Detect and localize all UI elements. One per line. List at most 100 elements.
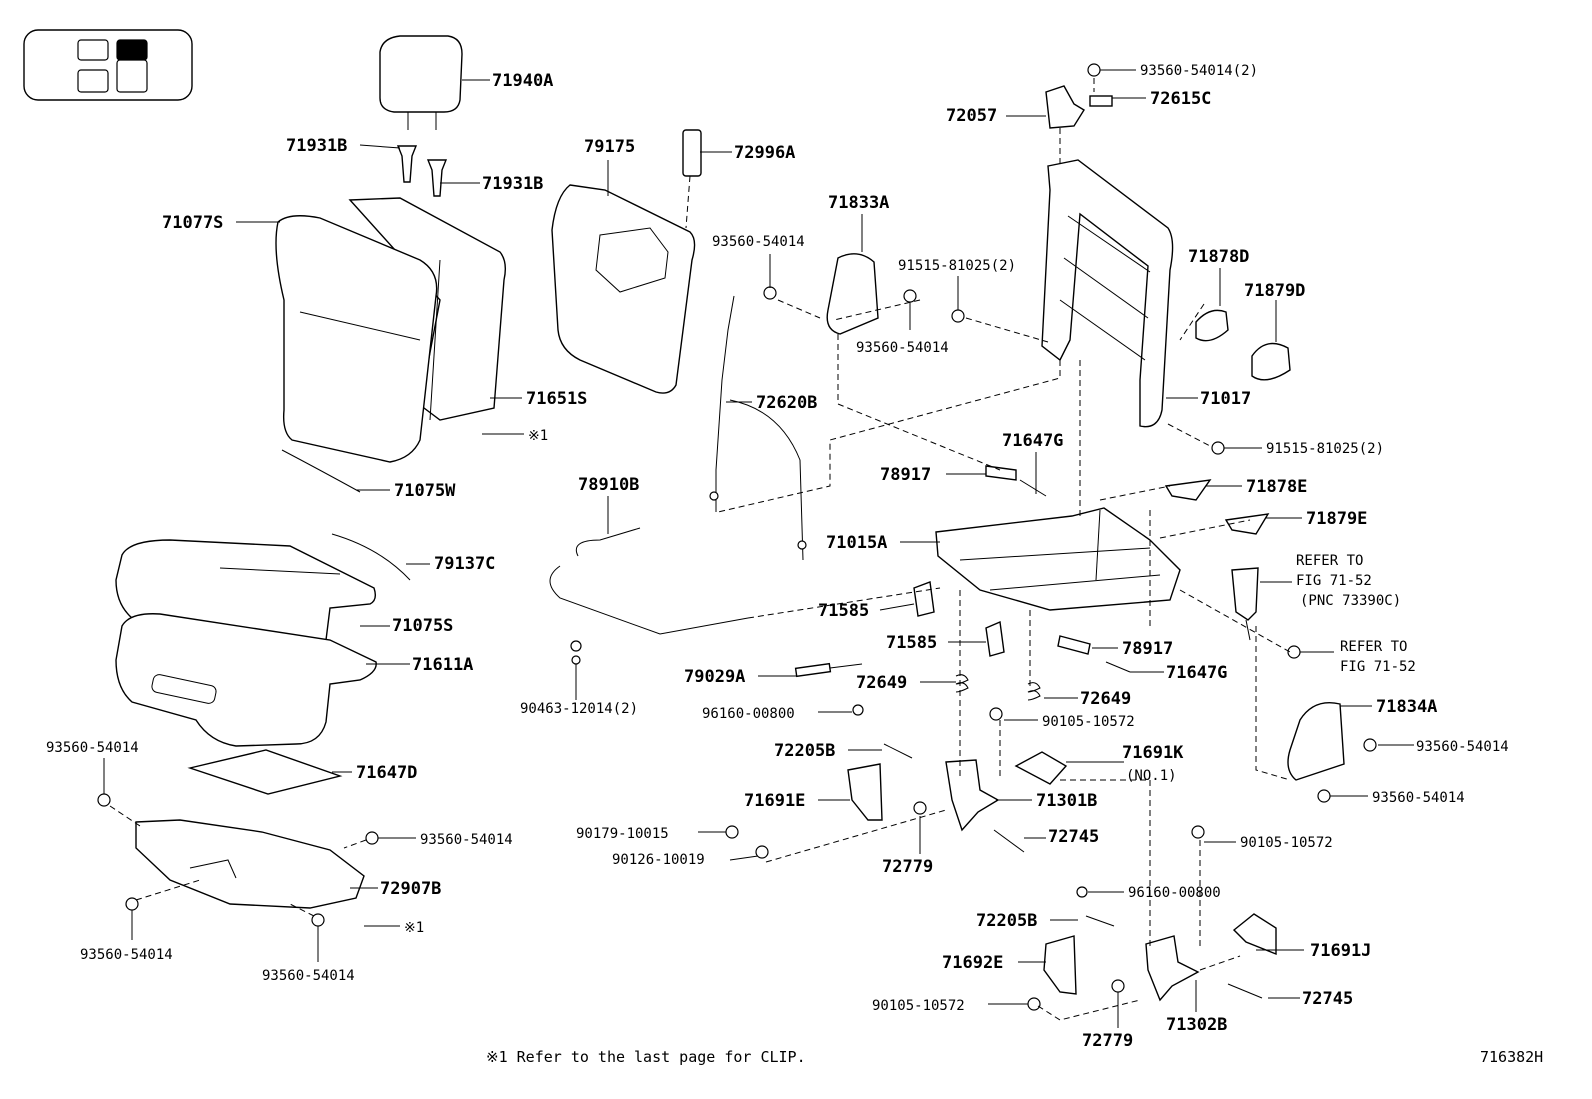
part-labels: 71940A 71931B 71931B 71077S 71651S ※1 71…	[46, 63, 1509, 1051]
label-79029A: 79029A	[684, 667, 745, 687]
label-93560-54014-f: 93560-54014	[420, 832, 513, 848]
dashed-assembly-lines	[109, 78, 1291, 1021]
label-71691E: 71691E	[744, 791, 805, 811]
label-93560-54014-d: 93560-54014	[1372, 790, 1465, 806]
label-71075S: 71075S	[392, 616, 453, 636]
recliner-lever-drawing	[1045, 85, 1113, 129]
label-72779-a: 72779	[882, 857, 933, 877]
label-72057: 72057	[946, 106, 997, 126]
label-71015A: 71015A	[826, 533, 887, 553]
label-93560-54014-e: 93560-54014	[46, 740, 139, 756]
footnote-clip: ※1 Refer to the last page for CLIP.	[486, 1048, 806, 1066]
hinge-71302B-drawing	[1145, 935, 1200, 1002]
label-71017: 71017	[1200, 389, 1251, 409]
label-71878D: 71878D	[1188, 247, 1249, 267]
label-refer-pnc: (PNC 73390C)	[1300, 593, 1401, 609]
seat-pan-drawing	[135, 819, 365, 909]
label-clip-ref-b: ※1	[404, 920, 424, 936]
label-71647G-a: 71647G	[1002, 431, 1063, 451]
label-71585-b: 71585	[886, 633, 937, 653]
label-93560-54014-c: 93560-54014	[1416, 739, 1509, 755]
label-71692E: 71692E	[942, 953, 1003, 973]
label-90126-10019: 90126-10019	[612, 852, 705, 868]
seat-cell-front-right-highlighted	[116, 39, 148, 61]
cover-71879E-drawing	[1224, 513, 1270, 535]
label-72620B: 72620B	[756, 393, 817, 413]
label-71931B-b: 71931B	[482, 174, 543, 194]
side-shield-drawing	[1287, 702, 1345, 781]
label-78917-b: 78917	[1122, 639, 1173, 659]
spring-72649-a-drawing	[955, 674, 969, 693]
seatback-board-drawing	[551, 184, 696, 394]
label-72649-a: 72649	[856, 673, 907, 693]
label-72745-b: 72745	[1302, 989, 1353, 1009]
cover-71692E-drawing	[1043, 935, 1077, 995]
label-90105-10572-b: 90105-10572	[1240, 835, 1333, 851]
label-72907B: 72907B	[380, 879, 441, 899]
label-71611A: 71611A	[412, 655, 473, 675]
label-71940A: 71940A	[492, 71, 553, 91]
label-71833A: 71833A	[828, 193, 889, 213]
label-72205B-a: 72205B	[774, 741, 835, 761]
cover-71691K-drawing	[1014, 751, 1068, 785]
label-71878E: 71878E	[1246, 477, 1307, 497]
label-71651S: 71651S	[526, 389, 587, 409]
label-71691J: 71691J	[1310, 941, 1371, 961]
label-clip-ref-a: ※1	[528, 428, 548, 444]
hinge-71301B-drawing	[945, 759, 1000, 832]
label-93560-54014-a: 93560-54014	[712, 234, 805, 250]
label-93560-54014-2-top: 93560-54014(2)	[1140, 63, 1258, 79]
label-71075W: 71075W	[394, 481, 456, 501]
label-93560-54014-b: 93560-54014	[856, 340, 949, 356]
label-93560-54014-h: 93560-54014	[262, 968, 355, 984]
fastener-bolts	[97, 63, 1377, 1011]
label-refer-to-a: REFER TO	[1296, 553, 1363, 569]
seat-cushion-drawing	[115, 613, 377, 747]
spring-72649-b-drawing	[1027, 682, 1041, 701]
label-79175: 79175	[584, 137, 635, 157]
headrest-guide-drawing	[396, 145, 448, 197]
label-91515-81025-2-b: 91515-81025(2)	[1266, 441, 1384, 457]
gas-spring-drawing	[794, 662, 863, 678]
label-71931B-a: 71931B	[286, 136, 347, 156]
label-90105-10572-c: 90105-10572	[872, 998, 965, 1014]
headrest-drawing	[379, 35, 463, 130]
label-71879D: 71879D	[1244, 281, 1305, 301]
label-72745-a: 72745	[1048, 827, 1099, 847]
label-96160-00800-a: 96160-00800	[702, 706, 795, 722]
label-72996A: 72996A	[734, 143, 795, 163]
label-90179-10015: 90179-10015	[576, 826, 669, 842]
label-90463-12014-2: 90463-12014(2)	[520, 701, 638, 717]
label-71077S: 71077S	[162, 213, 223, 233]
cover-71691E-drawing	[847, 763, 883, 821]
cover-71691J-drawing	[1232, 913, 1277, 956]
label-78910B: 78910B	[578, 475, 639, 495]
diagram-id: 716382H	[1480, 1048, 1543, 1066]
seat-sheet-drawing	[187, 749, 343, 795]
leader-lines	[103, 69, 1414, 1028]
bracket-71585-b-drawing	[985, 620, 1005, 657]
label-72649-b: 72649	[1080, 689, 1131, 709]
label-72615C: 72615C	[1150, 89, 1211, 109]
strap-drawing	[682, 129, 702, 229]
cover-71878D-drawing	[1195, 309, 1229, 342]
label-refer-to-b: REFER TO	[1340, 639, 1407, 655]
label-71647D: 71647D	[356, 763, 417, 783]
label-71302B: 71302B	[1166, 1015, 1227, 1035]
label-71301B: 71301B	[1036, 791, 1097, 811]
seat-position-key	[23, 29, 193, 101]
label-71691K: 71691K	[1122, 743, 1184, 763]
label-91515-81025-2-a: 91515-81025(2)	[898, 258, 1016, 274]
cable-drawing	[709, 295, 807, 561]
seat-cell-rear-left	[77, 69, 109, 93]
label-72205B-b: 72205B	[976, 911, 1037, 931]
label-71585-a: 71585	[818, 601, 869, 621]
seat-cell-rear-right	[116, 59, 148, 93]
label-refer-fig-b: FIG 71-52	[1340, 659, 1416, 675]
label-71834A: 71834A	[1376, 697, 1437, 717]
label-96160-00800-b: 96160-00800	[1128, 885, 1221, 901]
label-93560-54014-g: 93560-54014	[80, 947, 173, 963]
side-cover-drawing	[826, 253, 879, 335]
label-refer-fig-a: FIG 71-52	[1296, 573, 1372, 589]
